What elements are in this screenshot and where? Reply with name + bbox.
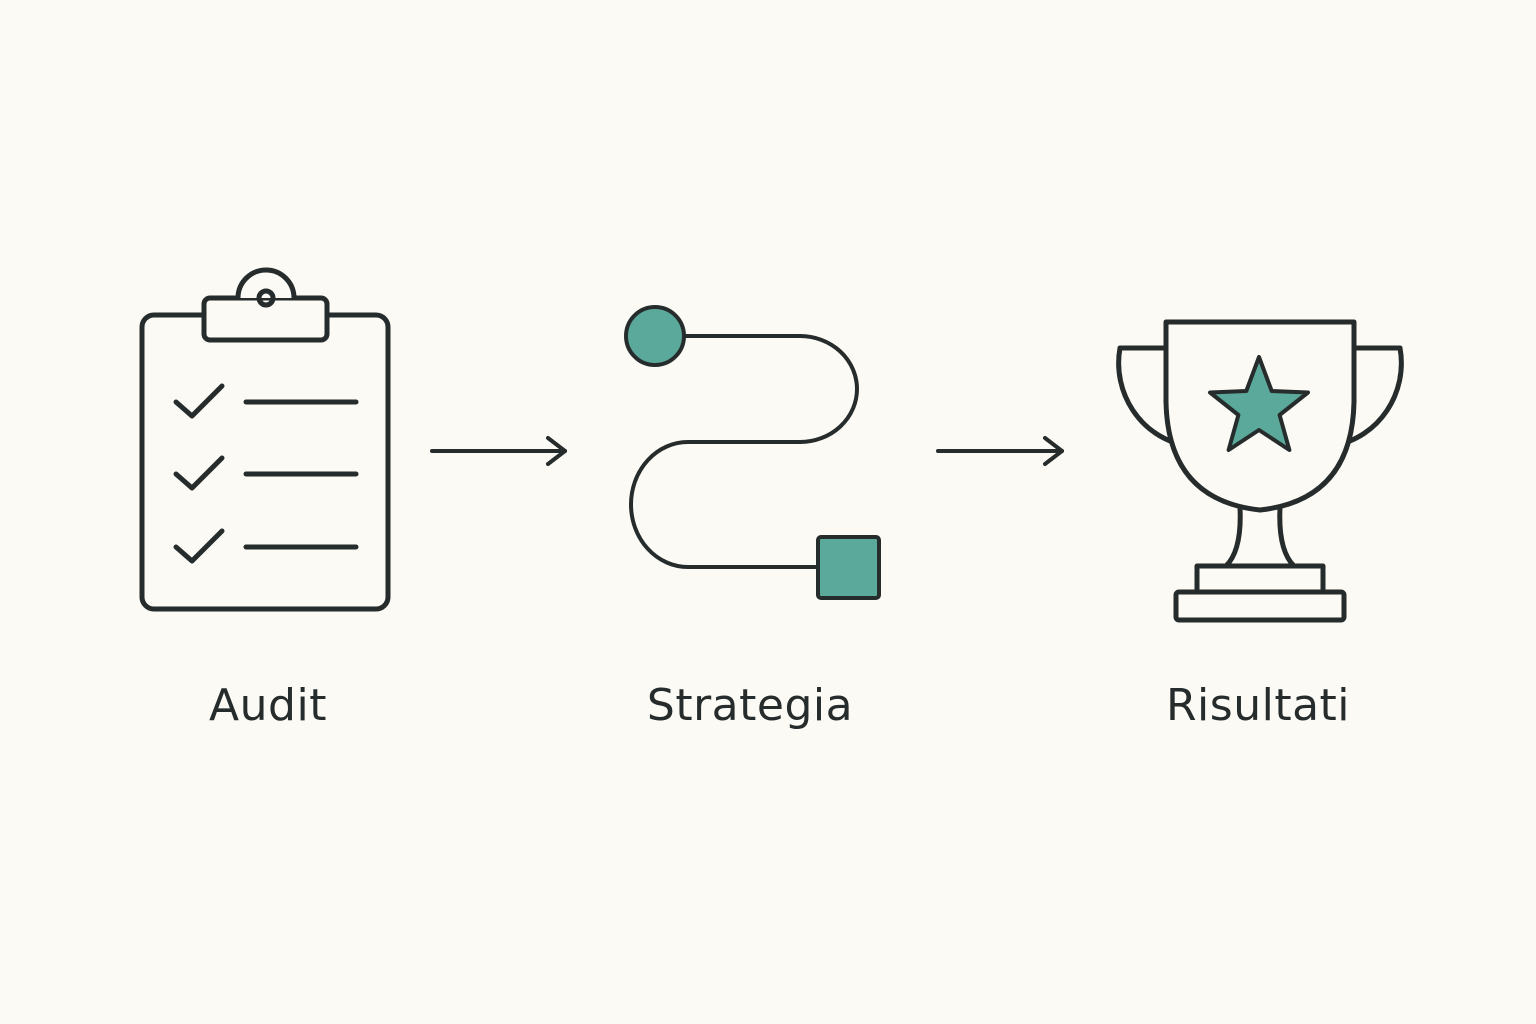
step-label-risultati: Risultati xyxy=(1165,680,1351,731)
arrow-right-icon xyxy=(936,436,1064,466)
trophy-star-icon xyxy=(1116,319,1404,623)
winding-path-icon xyxy=(624,305,881,600)
step-label-strategia: Strategia xyxy=(646,680,854,731)
start-node-circle xyxy=(624,305,686,367)
clipboard-checklist-icon xyxy=(139,267,391,612)
star-icon xyxy=(1208,355,1310,452)
end-node-square xyxy=(816,535,881,600)
step-label-audit: Audit xyxy=(209,680,327,731)
arrow-right-icon xyxy=(430,436,567,466)
